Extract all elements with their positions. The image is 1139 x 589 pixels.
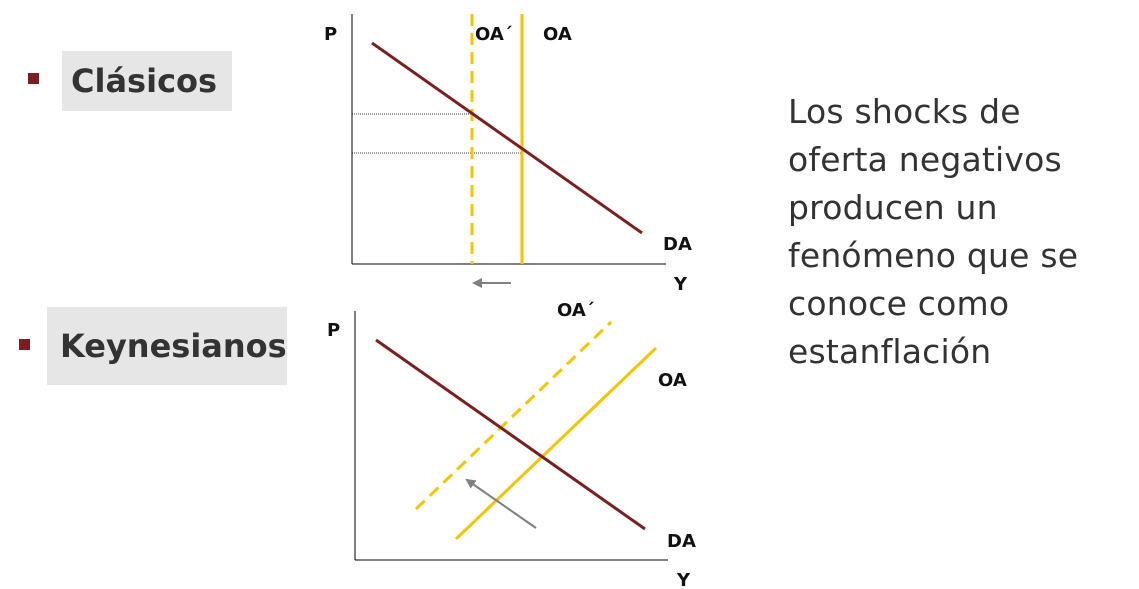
top-graph: P Y OA´ OA DA <box>324 14 692 295</box>
top-supply-label: OA <box>543 24 572 45</box>
bullet-keynesian <box>19 339 30 350</box>
classical-label-text: Clásicos <box>71 62 218 100</box>
keynesian-label-text: Keynesianos <box>60 327 287 365</box>
top-x-axis-label: Y <box>673 274 688 295</box>
bottom-demand-line <box>375 338 646 531</box>
bottom-demand-label: DA <box>667 531 696 552</box>
top-demand-label: DA <box>663 234 692 255</box>
bullet-classical <box>28 73 39 84</box>
bottom-supply-shifted-line <box>414 320 613 511</box>
keynesian-label: Keynesianos <box>47 307 287 385</box>
classical-label: Clásicos <box>62 51 232 111</box>
bottom-supply-shifted-label: OA´ <box>557 300 595 321</box>
top-demand-line <box>371 41 643 235</box>
top-y-axis-label: P <box>324 24 337 45</box>
bottom-shift-arrow <box>465 478 537 529</box>
bottom-supply-line <box>454 346 658 541</box>
stagflation-statement: Los shocks de oferta negativos producen … <box>788 92 1079 371</box>
top-supply-shifted-label: OA´ <box>475 24 513 45</box>
bottom-y-axis-label: P <box>327 320 340 341</box>
bottom-graph: P Y OA´ OA DA <box>327 300 696 589</box>
bottom-x-axis-label: Y <box>676 570 691 589</box>
bottom-supply-label: OA <box>658 370 687 391</box>
